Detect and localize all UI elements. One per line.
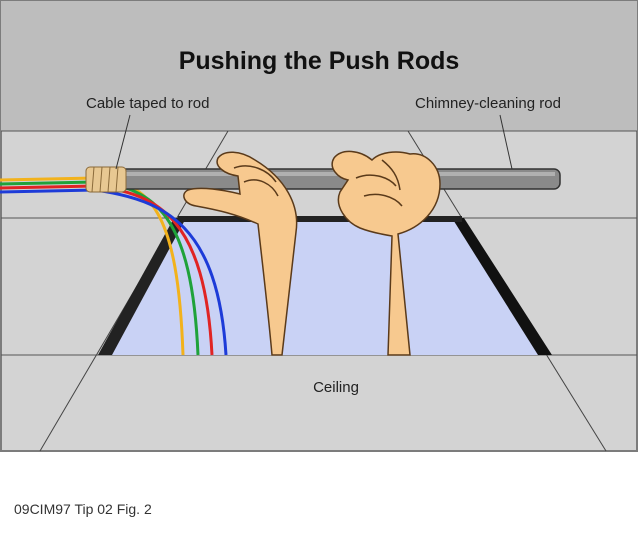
opening-top-edge bbox=[178, 216, 462, 222]
opening-left-edge bbox=[98, 218, 186, 355]
left-hand-arm bbox=[183, 151, 298, 356]
ceiling-opening bbox=[104, 218, 548, 355]
cable-leader-line bbox=[115, 114, 131, 170]
rod-leader-line bbox=[499, 114, 513, 170]
figure-caption: 09CIM97 Tip 02 Fig. 2 bbox=[14, 501, 152, 517]
top-band bbox=[1, 1, 637, 131]
cable-wire-blue bbox=[0, 188, 228, 356]
label-ceiling: Ceiling bbox=[313, 379, 359, 396]
rod-highlight bbox=[100, 172, 555, 176]
label-cable: Cable taped to rod bbox=[86, 95, 209, 112]
label-rod: Chimney-cleaning rod bbox=[415, 95, 561, 112]
opening-right-edge bbox=[452, 218, 552, 355]
tape-wrap bbox=[85, 166, 127, 193]
diagram-title: Pushing the Push Rods bbox=[179, 47, 460, 75]
right-hand-arm bbox=[331, 150, 441, 356]
